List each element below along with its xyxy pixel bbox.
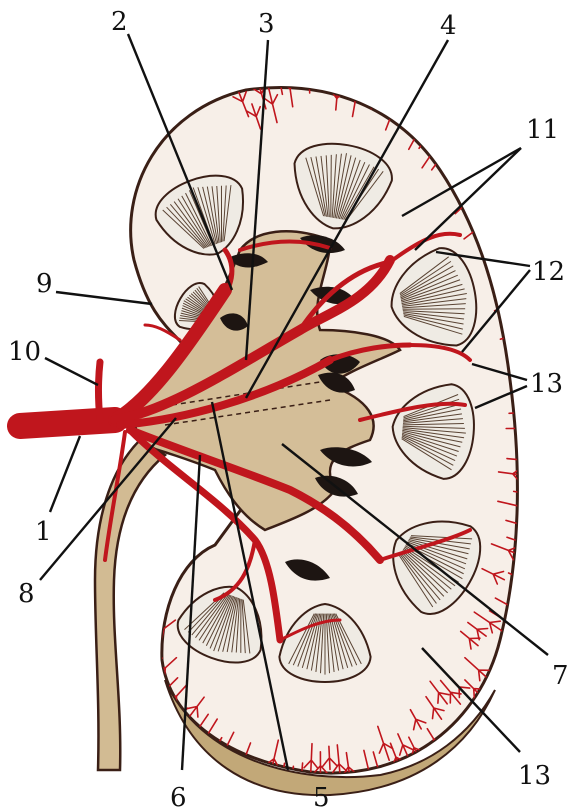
label-8: 8 xyxy=(18,579,35,609)
label-6: 6 xyxy=(170,783,187,812)
ureter xyxy=(95,440,165,770)
label-10: 10 xyxy=(8,337,41,367)
label-3: 3 xyxy=(258,9,275,39)
label-13-upper: 13 xyxy=(530,369,563,399)
label-12: 12 xyxy=(532,257,565,287)
label-5: 5 xyxy=(313,783,330,812)
label-13-lower: 13 xyxy=(518,761,551,791)
label-2: 2 xyxy=(111,7,128,37)
label-11: 11 xyxy=(526,115,559,145)
label-9: 9 xyxy=(36,269,53,299)
label-7: 7 xyxy=(552,661,569,691)
label-1: 1 xyxy=(35,517,52,547)
label-4: 4 xyxy=(440,11,457,41)
